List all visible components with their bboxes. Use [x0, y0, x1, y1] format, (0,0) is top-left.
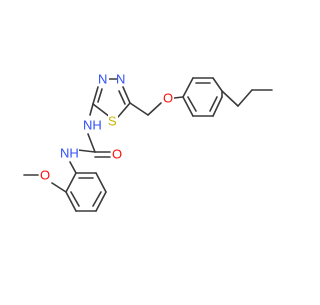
- bond-C2-NH: [89, 103, 94, 116]
- bond-ring2-4b: [187, 96, 197, 112]
- atom-O-ether: O: [163, 91, 173, 106]
- bond-O-CH2: [147, 102, 162, 116]
- bond-ring2-6: [212, 96, 223, 117]
- bond-ring1-4: [95, 191, 107, 212]
- bond-C5-N4: [122, 86, 131, 104]
- bond-ring1-5: [95, 172, 107, 193]
- bond-C-NH2: [77, 149, 96, 153]
- atom-O-methoxy: O: [40, 168, 50, 183]
- molecule-diagram: N N S O NH NH O O: [23, 72, 273, 212]
- bond-C2-S: [92, 103, 111, 118]
- atom-N-thiadiazole-1: N: [98, 72, 107, 87]
- bond-ring1-2: [65, 191, 77, 212]
- atom-O-carbonyl: O: [112, 147, 122, 162]
- bond-N3-C2: [92, 86, 99, 105]
- bond-NH2-ring1: [69, 161, 77, 174]
- bond-ring1-Omethoxy: [51, 182, 67, 193]
- bond-CH2-C5: [129, 102, 149, 116]
- bond-ring1-1: [65, 172, 77, 193]
- bond-ring1-2b: [70, 191, 80, 207]
- bond-propyl-3: [221, 90, 239, 107]
- atom-NH-urea-upper: NH: [83, 118, 102, 133]
- bond-ring2-1: [212, 77, 223, 92]
- bond-NH-C: [87, 133, 96, 153]
- bond-ring2-4: [182, 96, 194, 117]
- bond-ring2-6b: [209, 96, 218, 112]
- atom-NH-urea-lower: NH: [60, 146, 79, 161]
- atom-labels: N N S O NH NH O O: [40, 72, 174, 183]
- bond-propyl-2: [237, 89, 253, 107]
- bond-S-C5: [117, 102, 131, 118]
- bond-N3-C2b: [97, 88, 103, 103]
- bonds: [23, 77, 273, 212]
- bond-ring2-3: [182, 77, 194, 98]
- atom-N-thiadiazole-2: N: [116, 72, 125, 87]
- bond-C5-N4b: [118, 90, 126, 105]
- bond-ring1-4b: [92, 191, 102, 207]
- atom-S-thiadiazole: S: [108, 114, 117, 129]
- structure-canvas: N N S O NH NH O O: [23, 72, 273, 212]
- bond-ring2-O: [173, 96, 184, 99]
